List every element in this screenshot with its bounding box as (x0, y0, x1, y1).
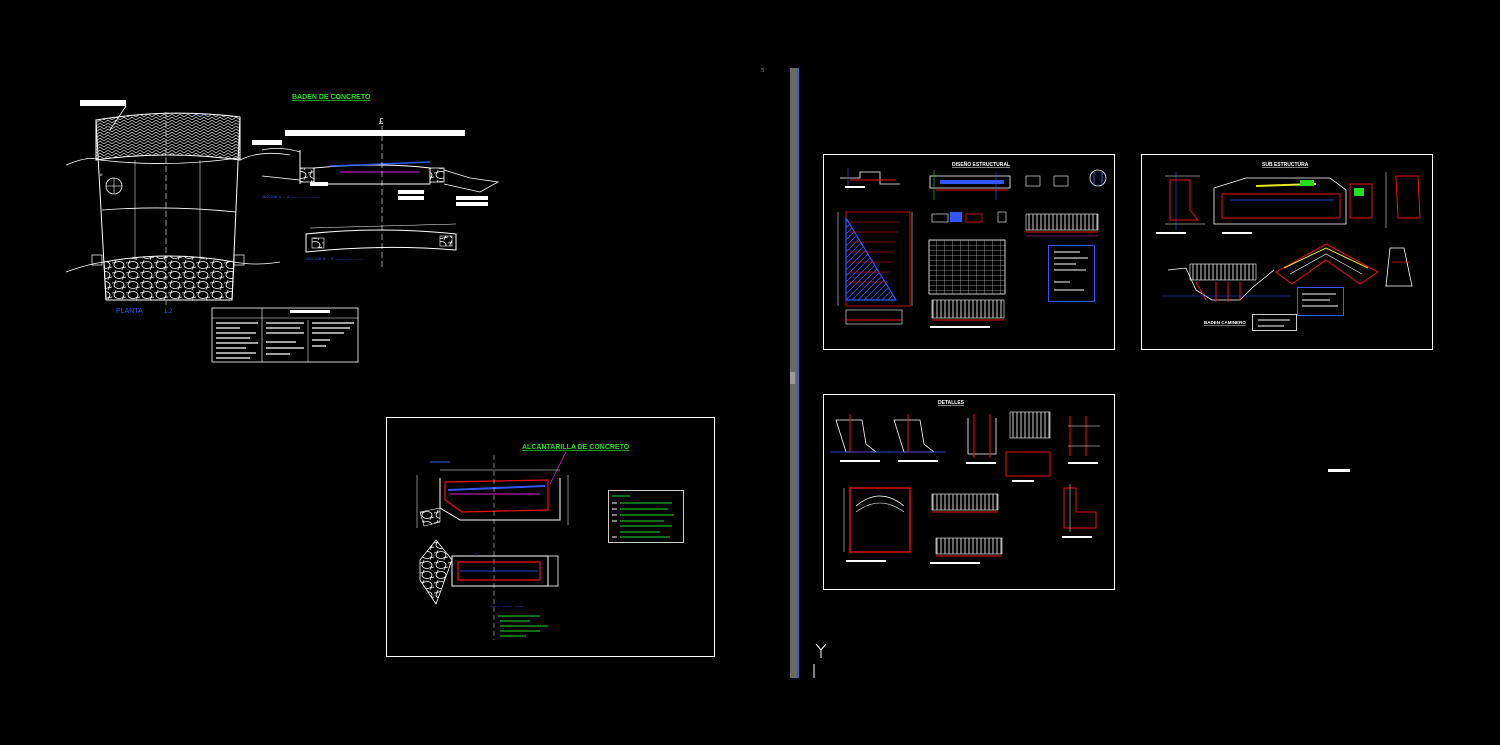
panel-detalles-title: DETALLES (938, 400, 965, 406)
sheet-baden-concreto: BADEN DE CONCRETO ∅ ——— —— (65, 94, 500, 363)
svg-text:SECCION A - A ———— ——— ————: SECCION A - A ———— ——— ———— (262, 195, 320, 199)
svg-text:——— ——: ——— —— (194, 113, 209, 118)
viewport-divider: S (761, 68, 799, 678)
sheet1-title: BADEN DE CONCRETO (292, 94, 371, 101)
panel-sub-estructura[interactable]: SUB ESTRUCTURA (1141, 154, 1433, 350)
svg-text:SECCION B - B ———— ——— ————: SECCION B - B ———— ——— ———— (306, 257, 364, 261)
centerline-mark: £ (379, 117, 384, 126)
panel-detalles[interactable]: DETALLES (823, 394, 1115, 590)
plan-scale: 1:2 (164, 309, 173, 315)
notes-table (211, 307, 359, 363)
culvert-notes (608, 490, 684, 543)
sheet-alcantarilla: ALCANTARILLA DE CONCRETO —— ———— ———— ——… (386, 417, 715, 657)
plan-label: PLANTA (116, 308, 143, 315)
viewport-tag: S (761, 68, 765, 74)
panel-subestructura-bottom-label: BADEN CAMINERO (1204, 320, 1246, 325)
arch-detail (843, 487, 911, 562)
section-view: £ SECCION A - A ———— ——— ———— (252, 117, 500, 270)
panel-subestructura-title: SUB ESTRUCTURA (1262, 162, 1309, 168)
ucs-y-axis-icon (813, 643, 827, 678)
svg-text:∅: ∅ (100, 172, 103, 177)
bridge-section (1162, 243, 1413, 302)
panel-diseno-estructural[interactable]: DISEÑO ESTRUCTURAL (823, 154, 1115, 350)
section-b-view: SECCION B - B ———— ——— ———— (305, 223, 457, 261)
plan-view: ∅ ——— —— PLANTA 1:2 (65, 112, 291, 315)
sheet2-title: ALCANTARILLA DE CONCRETO (522, 444, 630, 451)
schedule-table (928, 239, 1006, 295)
culvert-plan: —— ———— ———— ———— (419, 539, 559, 637)
svg-text:——: —— (474, 551, 479, 556)
culvert-elevation (416, 455, 569, 640)
reinforcement-diagram (837, 211, 913, 307)
legend-box (1048, 245, 1095, 302)
panel-structural-title: DISEÑO ESTRUCTURAL (952, 161, 1010, 168)
svg-text:———— ———— ————: ———— ———— ———— (490, 604, 524, 609)
stray-label (1328, 469, 1350, 472)
